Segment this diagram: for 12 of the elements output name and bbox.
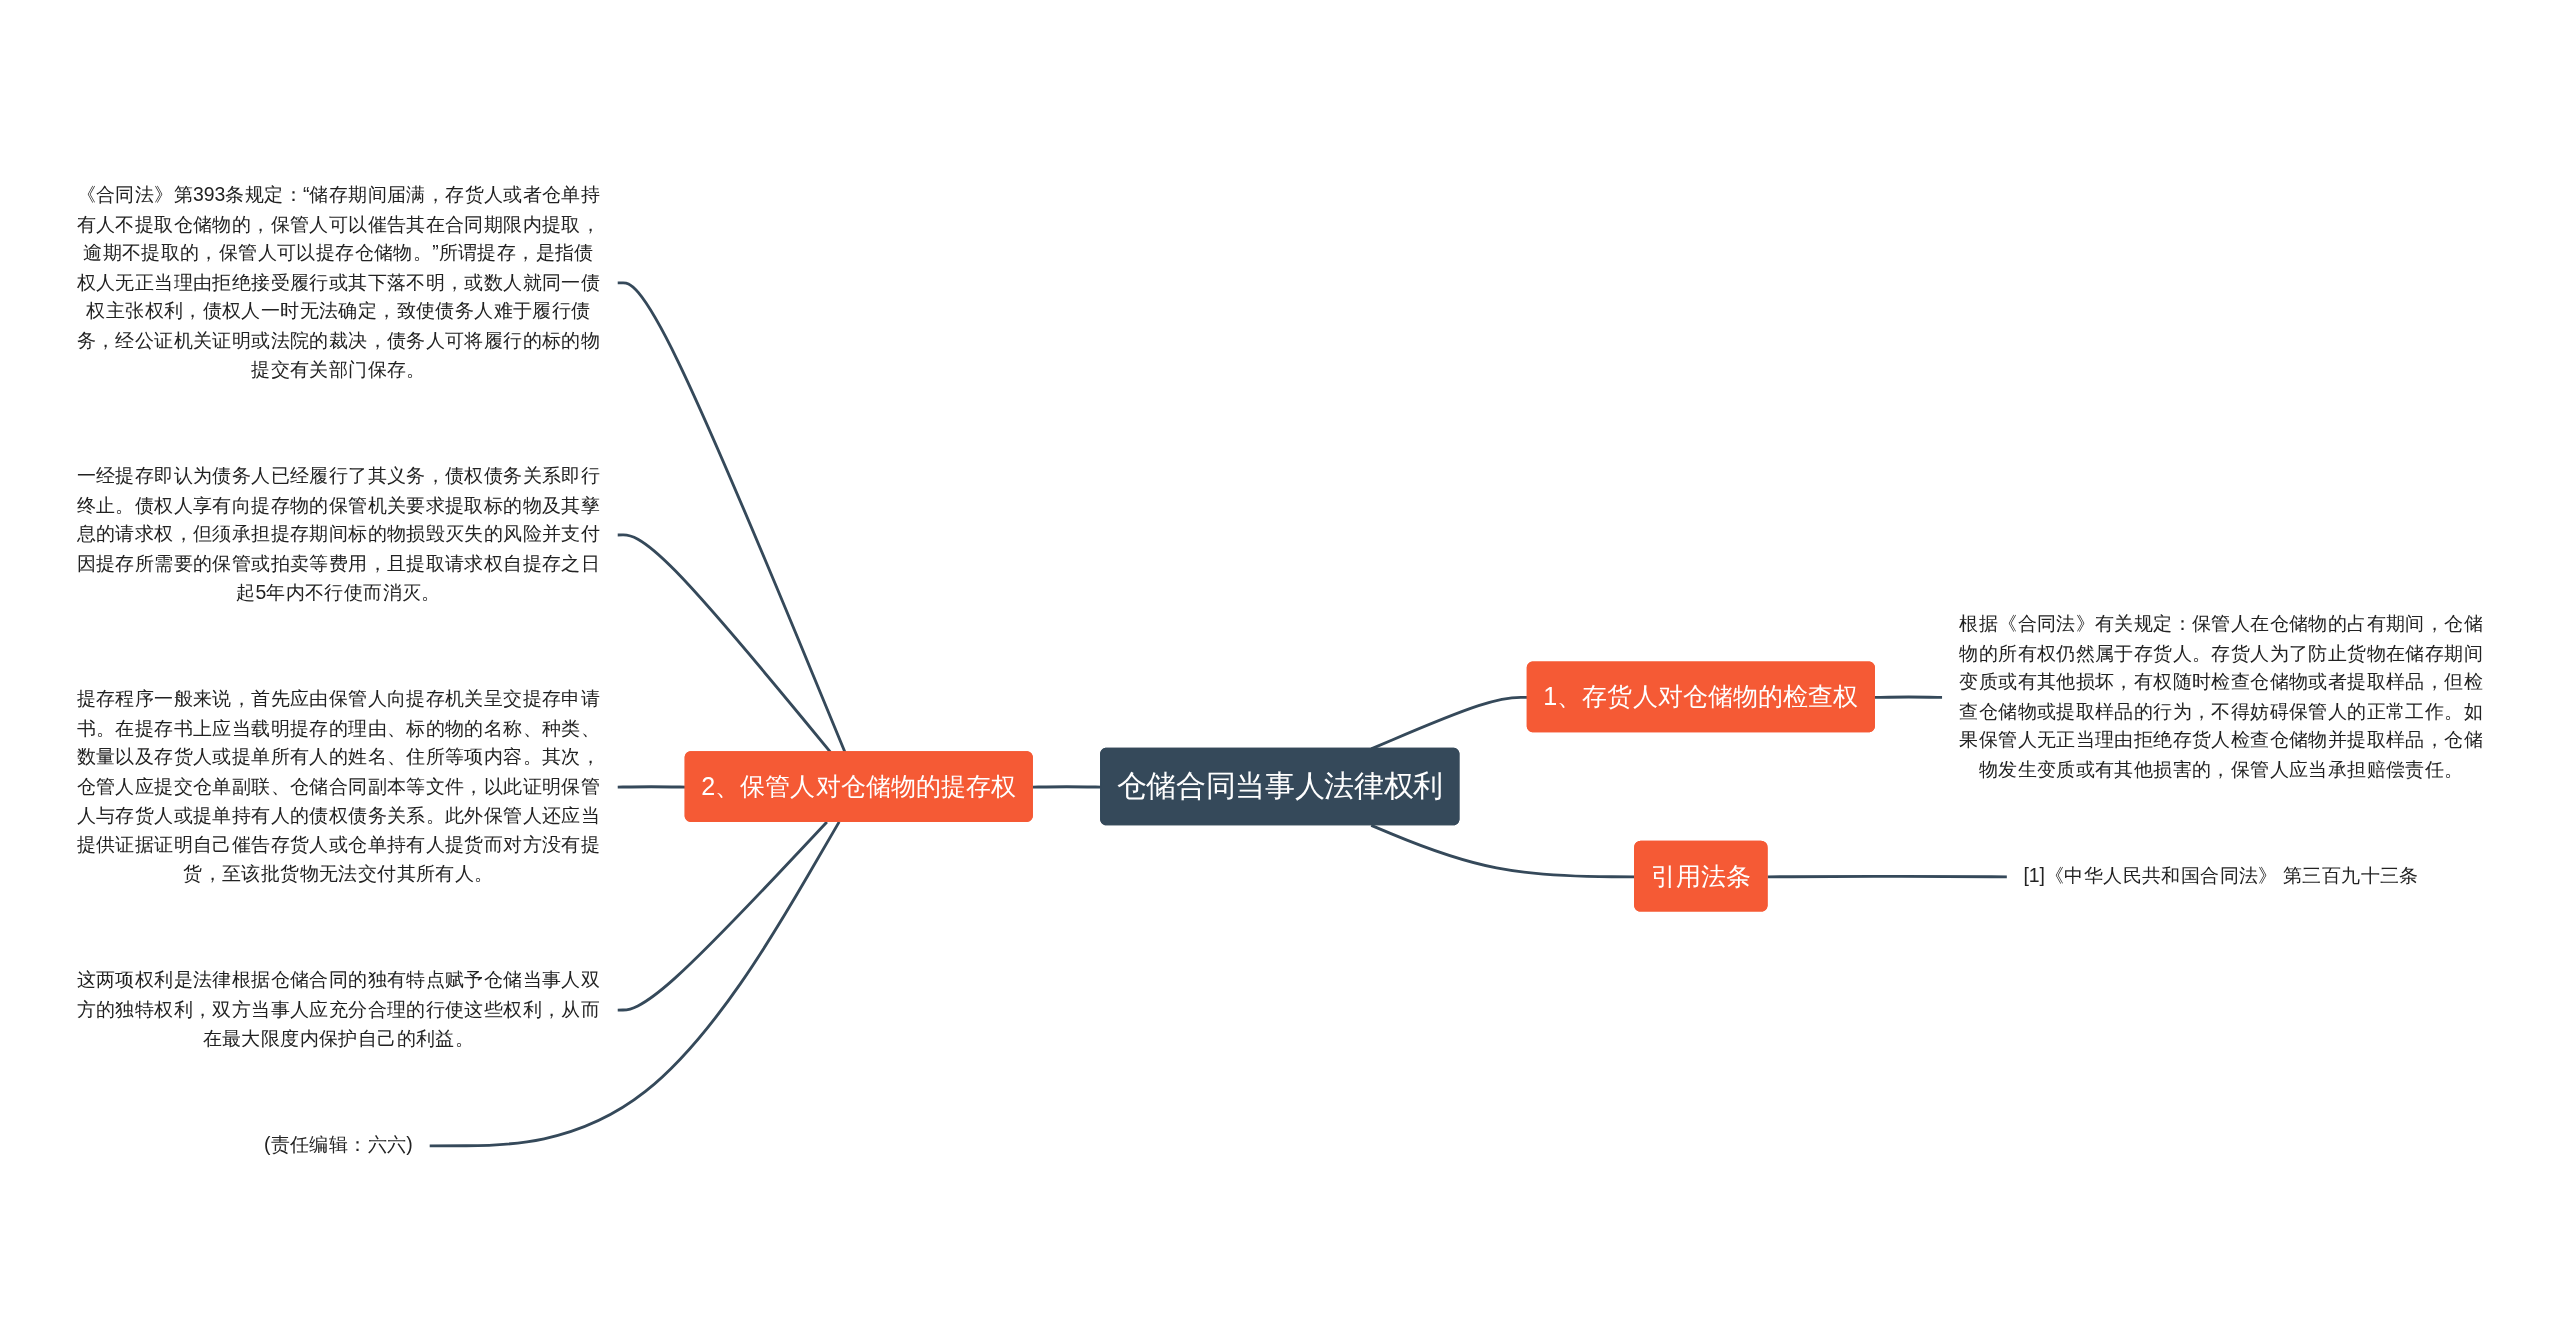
node-text: 提存程序一般来说，首先应由保管人向提存机关呈交提存申请书。在提存书上应当载明提存的理由、标的物的名称、种类、数量以及存货人或提单所有人的姓名、住所等项内容。其次，仓管人应提交仓单副联、仓储合同副本等文件，以此证明保管人与存货人或提单持有人的债权债务关系。此外保管人还应当提供证据证明自己催告存货人或仓单持有人提货而对方没有提货，至该批货物无法交付其所有人。: [76, 687, 601, 885]
node-text: 这两项权利是法律根据仓储合同的独有特点赋予仓储当事人双方的独特权利，双方当事人应充分合理的行使这些权利，从而在最大限度内保护自己的利益。: [76, 969, 601, 1049]
connector: [617, 785, 686, 789]
node-text: 《合同法》第393条规定：“储存期间届满，存货人或者仓单持有人不提取仓储物的，保管人可以催告其在合同期限内提取，逾期不提取的，保管人可以提存仓储物。”所谓提存，是指债权人无正当理由拒绝接受履行或其下落不明，或数人就同一债权主张权利，债权人一时无法确定，致使债务人难于履行债务，经公证机关证明或法院的裁决，债务人可将履行的标的物提交有关部门保存。: [76, 183, 601, 380]
connector: [617, 281, 847, 753]
node-text: (责任编辑：六六): [264, 1133, 413, 1156]
connector: [1875, 695, 1944, 699]
node-text: [1]《中华人民共和国合同法》 第三百九十三条: [2023, 864, 2420, 887]
node-text: 根据《合同法》有关规定：保管人在仓储物的占有期间，仓储物的所有权仍然属于存货人。存货人为了防止货物在储存期间变质或有其他损坏，有权随时检查仓储物或者提取样品，但检查仓储物或提取样品的行为，不得妨碍保管人的正常工作。如果保管人无正当理由拒绝存货人检查仓储物并提取样品，仓储物发生变质或有其他损害的，保管人应当承担赔偿责任。: [1959, 612, 2484, 780]
connector: [617, 820, 829, 1012]
node-text: 一经提存即认为债务人已经履行了其义务，债权债务关系即行终止。债权人享有向提存物的保管机关要求提取标的物及其孳息的请求权，但须承担提存期间标的物损毁灭失的风险并支付因提存所需要的保管或拍卖等费用，且提取请求权自提存之日起5年内不行使而消灭。: [76, 464, 601, 603]
connector: [429, 821, 841, 1148]
